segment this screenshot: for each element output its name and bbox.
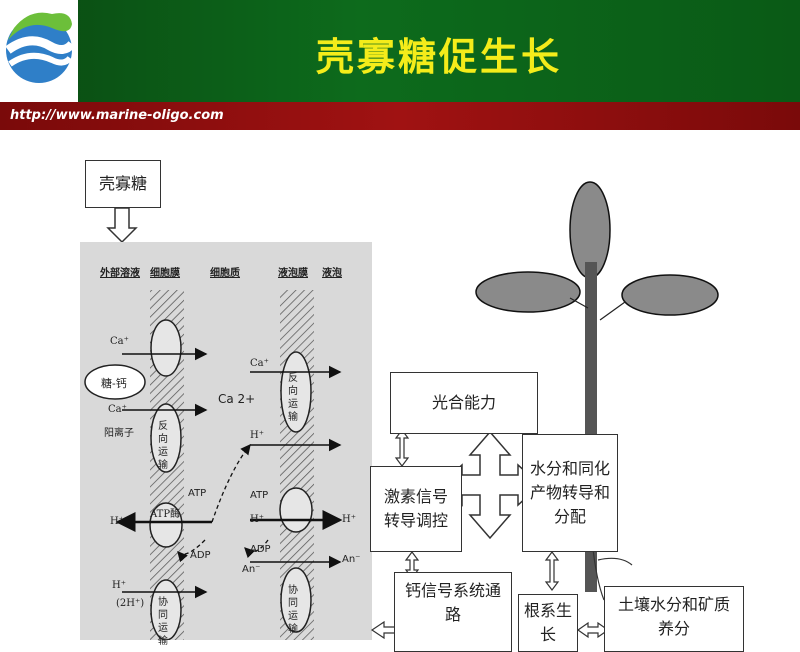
antiport-label: 反向运输 bbox=[288, 373, 298, 423]
label-cytoplasm: 细胞质 bbox=[210, 268, 240, 279]
dashed-flow bbox=[177, 539, 206, 563]
transporter-oval bbox=[150, 319, 182, 377]
adp-label: ADP bbox=[190, 550, 211, 561]
anion-label: An⁻ bbox=[342, 554, 361, 565]
header-bar: 壳寡糖促生长 bbox=[0, 0, 800, 102]
logo bbox=[0, 0, 78, 102]
box-hormone-signal: 激素信号转导调控 bbox=[370, 466, 462, 552]
down-arrow-icon bbox=[106, 207, 138, 244]
ion-label: (2H⁺) bbox=[116, 598, 145, 609]
box-soil-nutrients: 土壤水分和矿质养分 bbox=[604, 586, 744, 652]
sugar-calcium-label: 糖-钙 bbox=[101, 377, 127, 390]
transporter-oval bbox=[280, 567, 312, 633]
ion-label: 阳离子 bbox=[104, 428, 134, 439]
transporter-oval bbox=[279, 487, 313, 533]
ion-label: H⁺ bbox=[112, 580, 126, 591]
dashed-flow bbox=[211, 443, 251, 523]
box-photosynthesis: 光合能力 bbox=[390, 372, 538, 434]
ion-label: Ca⁺ bbox=[250, 358, 269, 369]
url-bar: http://www.marine-oligo.com bbox=[0, 102, 800, 130]
four-way-arrow-icon bbox=[438, 430, 542, 540]
marine-oligo-wave-logo-icon bbox=[5, 12, 76, 83]
atp-label: ATP bbox=[188, 488, 207, 499]
page-title: 壳寡糖促生长 bbox=[315, 35, 562, 79]
anion-label: An⁻ bbox=[242, 564, 261, 575]
transporter-oval bbox=[150, 403, 182, 473]
atp-label: ATP bbox=[250, 490, 269, 501]
ion-label: H⁺ bbox=[110, 516, 124, 527]
symport-label: 协同运输 bbox=[158, 597, 168, 647]
ion-label: H⁺ bbox=[250, 514, 264, 525]
ion-label: Ca⁺ bbox=[110, 336, 129, 347]
transporter-oval bbox=[150, 579, 182, 640]
site-url-link[interactable]: http://www.marine-oligo.com bbox=[10, 108, 224, 123]
atp-enzyme-label: ATP酶 bbox=[150, 509, 181, 520]
label-vacuole: 液泡 bbox=[322, 268, 342, 279]
bidirectional-arrow bbox=[394, 429, 410, 467]
symport-label: 协同运输 bbox=[288, 585, 298, 635]
sugar-calcium-oval bbox=[84, 364, 146, 400]
adp-label: ADP bbox=[250, 544, 271, 555]
membrane-panel bbox=[80, 242, 372, 640]
ion-label: Ca 2+ bbox=[218, 392, 256, 406]
antiport-label: 反向运输 bbox=[158, 421, 168, 471]
box-calcium-channel: 钙信号系统通路 bbox=[394, 572, 512, 652]
label-cell-membrane: 细胞膜 bbox=[150, 268, 180, 279]
ion-label: H⁺ bbox=[342, 514, 356, 525]
transporter-oval bbox=[149, 502, 183, 548]
box-water-assimilate: 水分和同化产物转导和分配 bbox=[522, 434, 618, 552]
box-root-growth: 根系生长 bbox=[518, 594, 578, 652]
bidirectional-arrow bbox=[544, 551, 560, 591]
ion-label: H⁺ bbox=[250, 430, 264, 441]
label-external-solution: 外部溶液 bbox=[100, 268, 140, 279]
label-vacuole-membrane: 液泡膜 bbox=[278, 268, 308, 279]
dashed-flow bbox=[244, 539, 269, 559]
ion-label: Ca⁺ bbox=[108, 404, 127, 415]
